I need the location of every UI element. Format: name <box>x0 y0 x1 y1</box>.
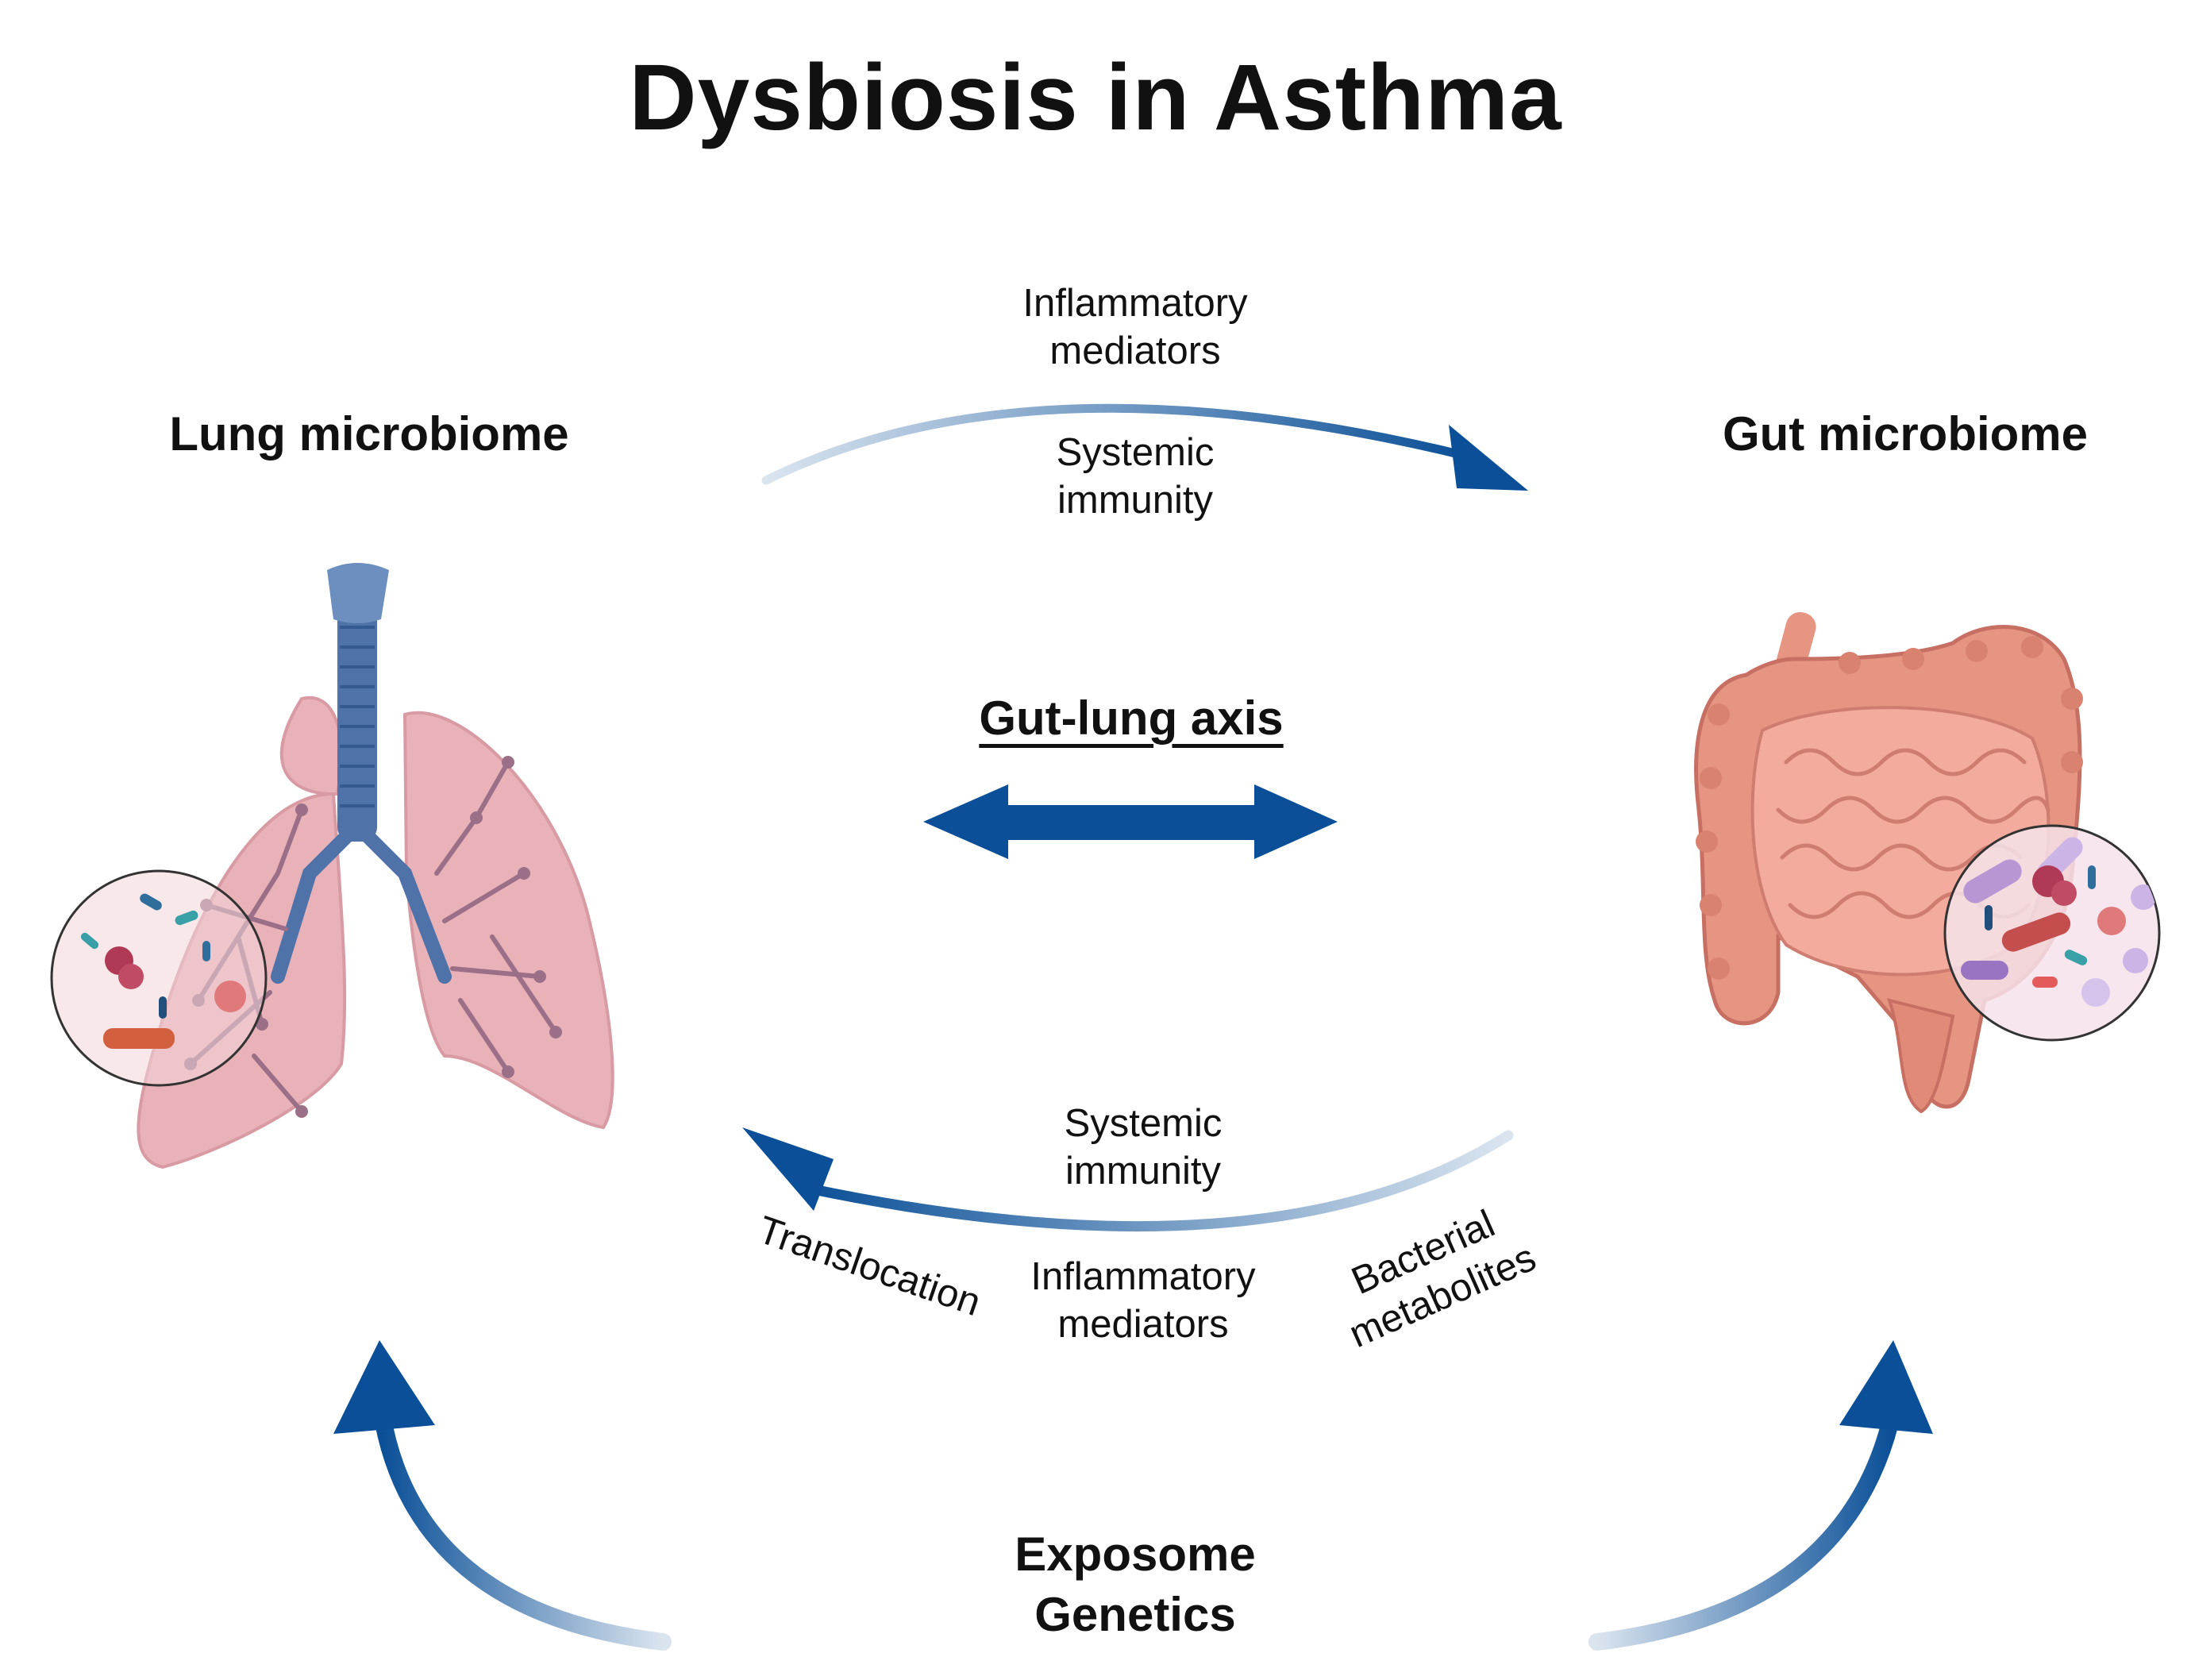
bottom-arrow-label-middle: Inflammatory mediators <box>945 1253 1342 1348</box>
arrow-exposome-to-lung <box>333 1340 672 1651</box>
gut-microbiome-heading: Gut microbiome <box>1722 407 2089 460</box>
diagram-title: Dysbiosis in Asthma <box>629 45 1562 150</box>
lungs-illustration <box>137 563 614 1169</box>
arrow-gut-to-lung <box>742 1127 1514 1232</box>
top-arrow-label-below: Systemic immunity <box>937 429 1334 524</box>
top-arrow-label-above: Inflammatory mediators <box>937 279 1334 375</box>
exposome-genetics-label: Exposome Genetics <box>897 1524 1373 1645</box>
lung-microbe-inset <box>50 869 268 1087</box>
top-label-line: Systemic <box>1056 431 1215 474</box>
gut-microbe-inset <box>1943 824 2161 1042</box>
gut-lung-axis-label: Gut-lung axis <box>979 692 1284 745</box>
bottom-label-line: mediators <box>1057 1303 1229 1346</box>
arrow-exposome-to-gut <box>1588 1340 1933 1651</box>
exposome-text: Exposome <box>1015 1528 1256 1581</box>
bottom-label-line: immunity <box>1065 1150 1222 1193</box>
arrow-lung-to-gut <box>761 403 1528 491</box>
bottom-label-line: Inflammatory <box>1030 1255 1256 1298</box>
top-label-line: mediators <box>1049 329 1221 372</box>
top-label-line: Inflammatory <box>1022 282 1248 325</box>
genetics-text: Genetics <box>1034 1588 1236 1641</box>
lung-microbiome-heading: Lung microbiome <box>169 407 569 460</box>
double-arrow-axis <box>923 784 1338 859</box>
bottom-arrow-label-above: Systemic immunity <box>945 1100 1342 1195</box>
bottom-label-line: Systemic <box>1064 1102 1223 1145</box>
top-label-line: immunity <box>1057 479 1214 522</box>
